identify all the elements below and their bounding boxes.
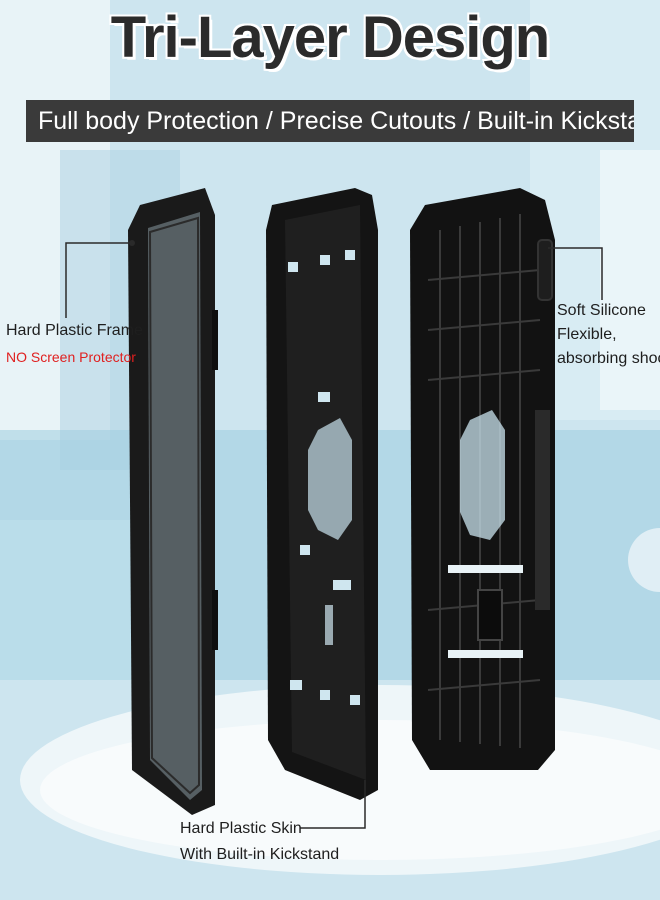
silicone-line2: Flexible, — [557, 326, 617, 343]
frame-note-label: NO Screen Protector — [6, 349, 136, 365]
page-title: Tri-Layer Design — [110, 5, 550, 70]
skin-layer — [266, 188, 378, 800]
skin-label: Hard Plastic Skin — [180, 820, 302, 837]
subtitle-banner: Full body Protection / Precise Cutouts /… — [26, 100, 634, 142]
frame-label: Hard Plastic Frame — [6, 322, 143, 339]
callout-lines — [65, 242, 603, 829]
frame-layer — [128, 188, 218, 815]
silicone-line3: absorbing shoc — [557, 350, 660, 367]
silicone-label: Soft Silicone — [557, 302, 646, 319]
silicone-layer — [410, 188, 555, 770]
skin-line2: With Built-in Kickstand — [180, 846, 340, 863]
